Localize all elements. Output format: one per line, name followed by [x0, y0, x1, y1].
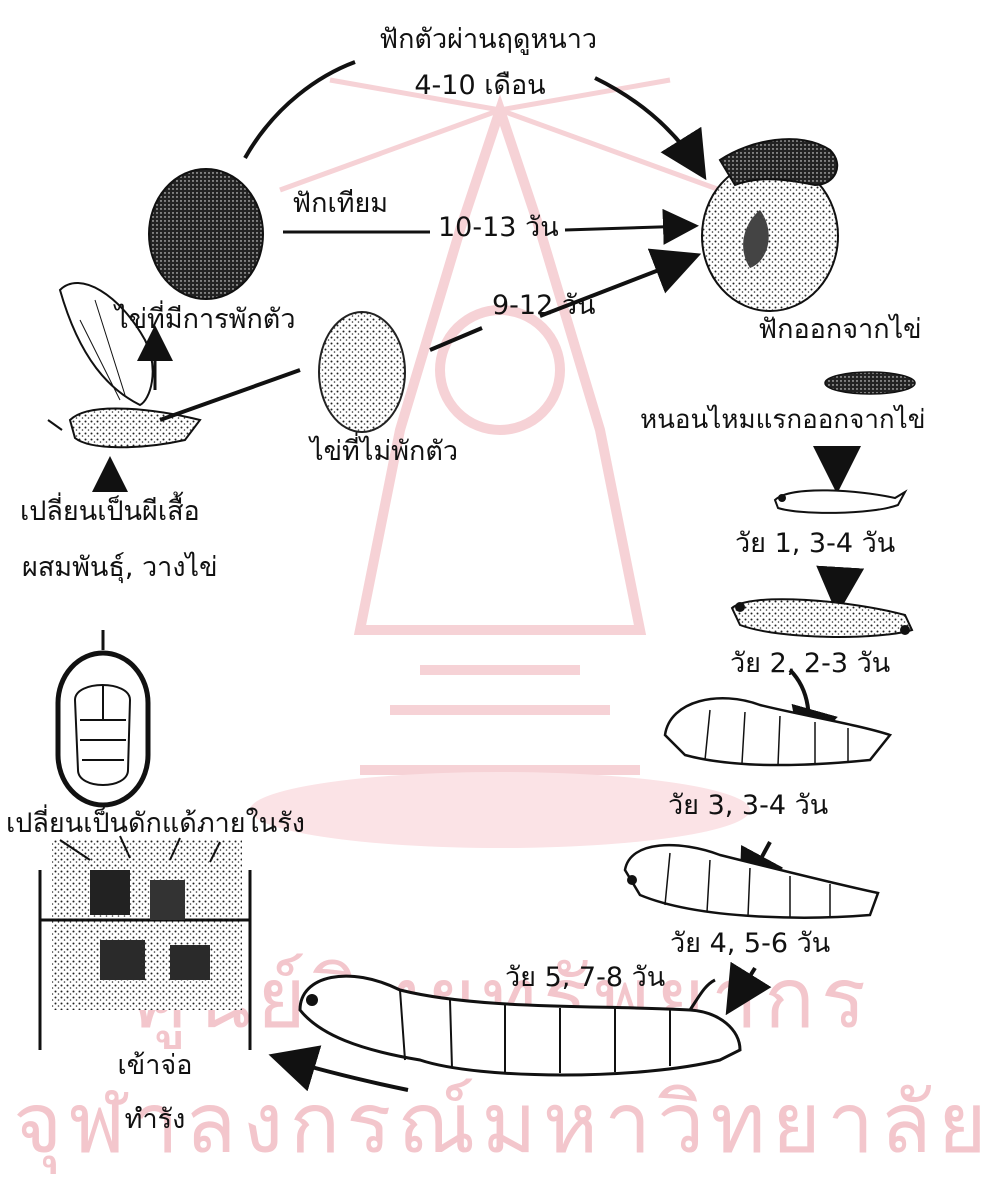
- nondiapause-egg-icon: [319, 312, 405, 432]
- label-artificial-hatch: ฟักเทียม: [292, 188, 388, 219]
- arrow-to-instar5: [732, 968, 755, 1005]
- label-moth-line1: เปลี่ยนเป็นผีเสื้อ: [20, 496, 200, 527]
- arrow-to-instar2: [838, 570, 840, 603]
- label-mount-line1: เข้าจ่อ: [80, 1050, 230, 1081]
- label-hatch: ฟักออกจากไข่: [758, 314, 922, 345]
- arrow-diapause-arc-right: [595, 78, 700, 170]
- arrow-to-mounting: [280, 1058, 408, 1090]
- label-moth-line2: ผสมพันธุ์, วางไข่: [22, 552, 218, 583]
- hatching-egg-icon: [702, 139, 838, 311]
- label-artificial-days: 10-13 วัน: [438, 212, 559, 243]
- label-instar1: วัย 1, 3-4 วัน: [735, 528, 895, 559]
- label-instar2: วัย 2, 2-3 วัน: [730, 648, 890, 679]
- label-nondiapause-days: 9-12 วัน: [492, 290, 595, 321]
- instar4-larva-icon: [625, 845, 878, 917]
- instar2-larva-icon: [732, 599, 912, 637]
- label-instar5: วัย 5, 7-8 วัน: [505, 962, 665, 993]
- line-nondiapause-egg: [430, 328, 482, 350]
- arrow-artificial-hatch: [565, 226, 690, 230]
- instar1-larva-icon: [775, 490, 905, 513]
- label-instar4: วัย 4, 5-6 วัน: [670, 928, 830, 959]
- first-larva-icon: [825, 372, 915, 394]
- label-diapause-months: 4-10 เดือน: [350, 70, 610, 101]
- label-nondiapause-egg: ไข่ที่ไม่พักตัว: [310, 436, 458, 467]
- pupa-in-cocoon-icon: [58, 653, 148, 805]
- label-diapause-winter: ฟักตัวผ่านฤดูหนาว: [328, 24, 648, 55]
- diapause-egg-icon: [149, 169, 263, 299]
- line-moth-to-nondiapause: [160, 370, 300, 420]
- arrow-diapause-arc-left: [245, 62, 355, 158]
- mounting-frame-icon: [40, 836, 250, 1050]
- label-first-larva: หนอนไหมแรกออกจากไข่: [640, 406, 926, 436]
- instar3-larva-icon: [665, 698, 890, 765]
- label-pupa: เปลี่ยนเป็นดักแด้ภายในรัง: [6, 808, 305, 839]
- label-diapause-egg: ไข่ที่มีการพักตัว: [115, 304, 295, 335]
- label-mount-line2: ทำรัง: [80, 1104, 230, 1135]
- label-instar3: วัย 3, 3-4 วัน: [668, 790, 828, 821]
